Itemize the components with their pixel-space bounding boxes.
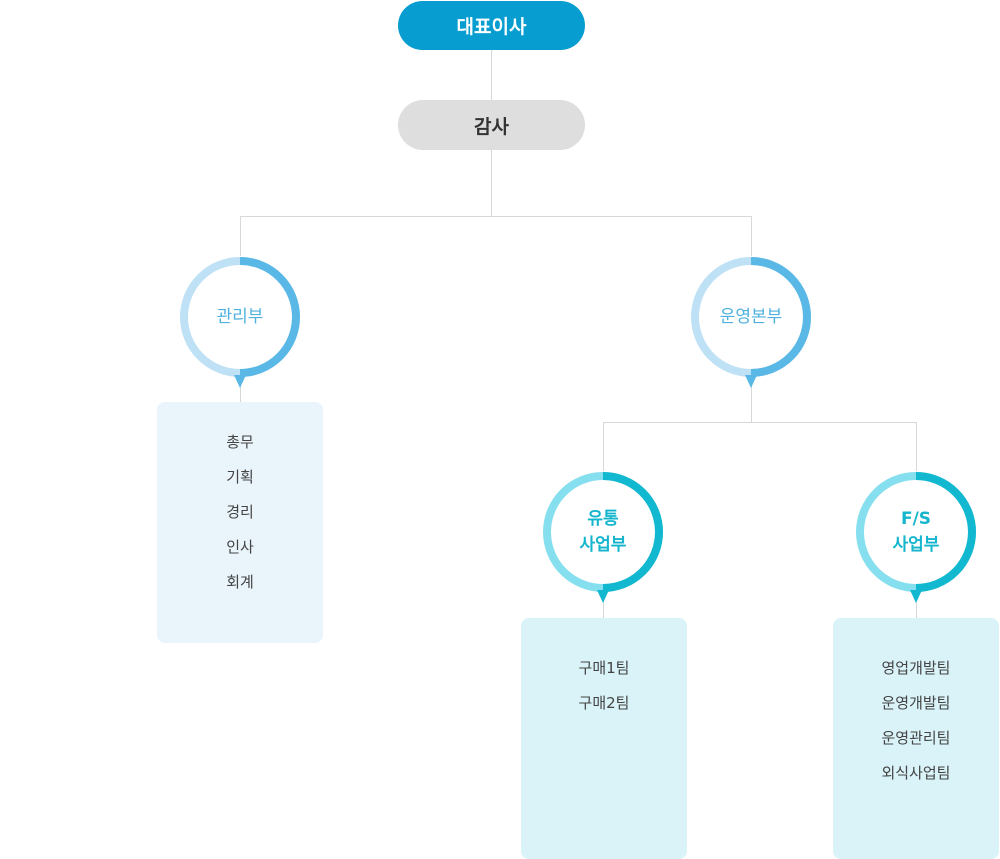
distribution-box-connector xyxy=(603,600,604,619)
fs-drop-connector xyxy=(916,422,917,471)
ceo-audit-connector xyxy=(491,50,492,100)
ring-pin-icon xyxy=(180,257,300,388)
team-item[interactable]: 운영관리팀 xyxy=(881,729,951,747)
ceo-label: 대표이사 xyxy=(456,16,527,38)
distribution-division-label-line1: 유통 xyxy=(587,509,619,529)
team-item[interactable]: 인사 xyxy=(226,538,254,556)
operations-department-node[interactable]: 운영본부 xyxy=(688,254,814,394)
ring-pin-icon xyxy=(691,257,811,388)
ring-pin-icon xyxy=(856,472,976,603)
team-item[interactable]: 외식사업팀 xyxy=(881,764,951,782)
fs-box-connector xyxy=(916,600,917,619)
admin-department-label: 관리부 xyxy=(216,307,264,327)
operations-drop-connector xyxy=(751,216,752,256)
audit-label: 감사 xyxy=(474,115,509,138)
fs-teams-box: 영업개발팀 운영개발팀 운영관리팀 외식사업팀 xyxy=(833,618,999,859)
distribution-division-label-line2: 사업부 xyxy=(579,535,627,555)
ceo-node[interactable]: 대표이사 xyxy=(398,1,585,50)
team-item[interactable]: 구매2팀 xyxy=(578,694,630,712)
audit-node[interactable]: 감사 xyxy=(398,100,585,150)
admin-teams-box: 총무 기획 경리 인사 회계 xyxy=(157,402,323,643)
fs-division-label-line2: 사업부 xyxy=(892,535,940,555)
team-item[interactable]: 구매1팀 xyxy=(578,659,630,677)
ring-pin-icon xyxy=(543,472,663,603)
level1-horizontal-connector xyxy=(240,216,752,217)
operations-down-connector xyxy=(751,385,752,423)
admin-box-connector xyxy=(240,385,241,403)
team-item[interactable]: 회계 xyxy=(226,573,254,591)
team-item[interactable]: 총무 xyxy=(226,433,254,451)
audit-down-connector xyxy=(491,150,492,217)
distribution-division-node[interactable]: 유통 사업부 xyxy=(540,469,666,609)
level2-horizontal-connector xyxy=(603,422,917,423)
team-item[interactable]: 영업개발팀 xyxy=(881,659,951,677)
distribution-drop-connector xyxy=(603,422,604,471)
operations-department-label: 운영본부 xyxy=(719,307,783,327)
fs-division-label-line1: F/S xyxy=(900,509,932,529)
team-item[interactable]: 운영개발팀 xyxy=(881,694,951,712)
distribution-teams-box: 구매1팀 구매2팀 xyxy=(521,618,687,859)
team-item[interactable]: 기획 xyxy=(226,468,254,486)
admin-department-node[interactable]: 관리부 xyxy=(177,254,303,394)
admin-drop-connector xyxy=(240,216,241,256)
fs-division-node[interactable]: F/S 사업부 xyxy=(853,469,979,609)
team-item[interactable]: 경리 xyxy=(226,503,254,521)
